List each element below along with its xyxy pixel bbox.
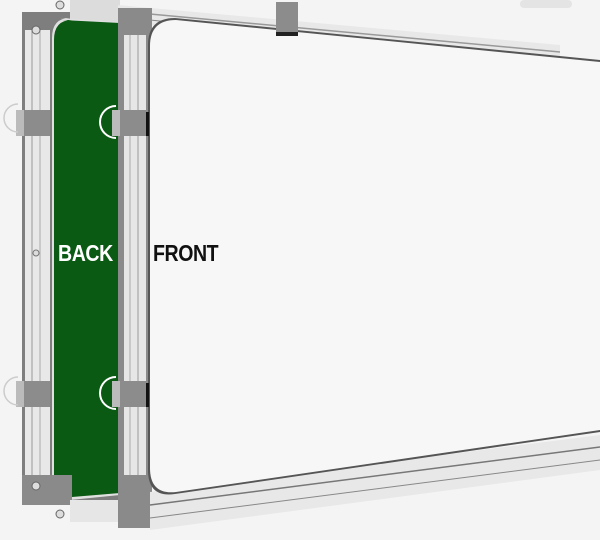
- front-bottom-rail: [150, 435, 600, 530]
- screw-icon: [32, 249, 40, 257]
- hanging-ring-icon: [99, 105, 117, 139]
- front-label: FRONT: [153, 240, 219, 266]
- back-surface: [54, 20, 120, 497]
- mounting-clip: [276, 2, 298, 36]
- hanging-ring-icon: [3, 103, 19, 133]
- front-board: [99, 2, 600, 530]
- screw-icon: [55, 509, 65, 519]
- screw-icon: [31, 481, 41, 491]
- back-board: [3, 0, 122, 522]
- hanging-ring-icon: [3, 376, 19, 406]
- screw-icon: [55, 0, 65, 10]
- screw-icon: [31, 25, 41, 35]
- hanging-ring-icon: [99, 376, 117, 410]
- front-surface: [150, 20, 600, 493]
- back-label: BACK: [58, 240, 113, 266]
